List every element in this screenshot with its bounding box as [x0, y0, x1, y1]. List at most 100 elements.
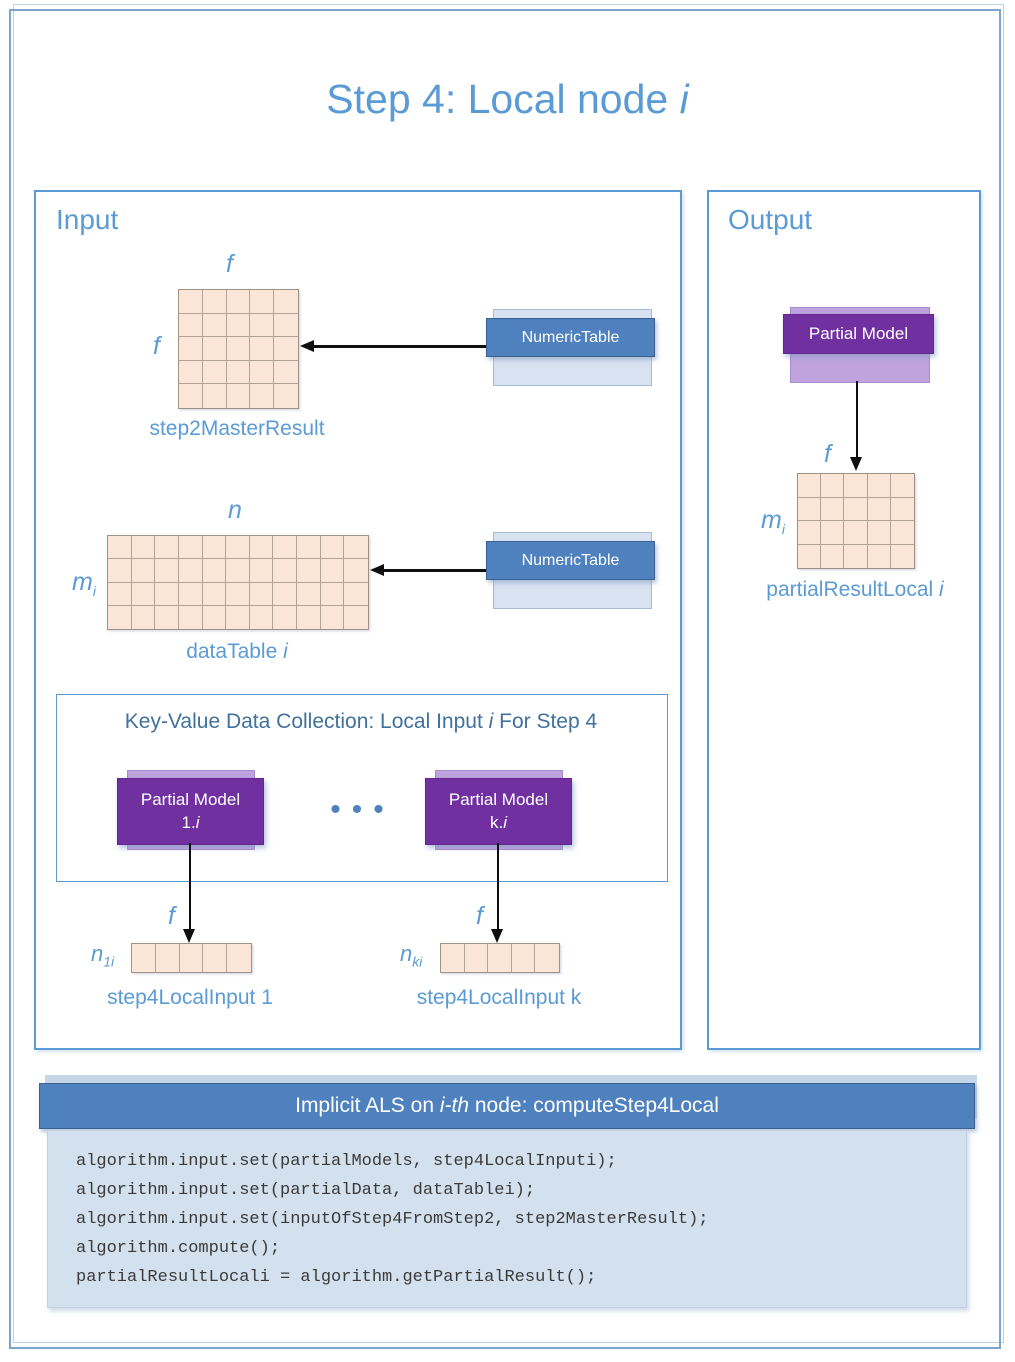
matrix-cell — [179, 290, 203, 314]
code-line: algorithm.input.set(partialData, dataTab… — [76, 1181, 536, 1200]
matrix-cell — [155, 582, 179, 606]
matrix-cell — [249, 559, 274, 583]
matrix-cell — [250, 337, 275, 361]
datatable-matrix — [107, 535, 369, 630]
matrix-cell — [155, 944, 180, 972]
matrix-cell — [297, 605, 321, 629]
key-value-collection-title: Key-Value Data Collection: Local Input i… — [124, 710, 598, 733]
matrix-cell — [798, 497, 822, 521]
code-header: Implicit ALS on i-th node: computeStep4L… — [39, 1083, 975, 1129]
matrix-cell — [821, 521, 845, 545]
matrix-cell — [131, 559, 156, 583]
matrix-cell — [511, 944, 536, 972]
matrix-cell — [297, 559, 321, 583]
matrix-cell — [226, 559, 250, 583]
arrow-pm1-head — [183, 929, 195, 943]
matrix-cell — [320, 582, 345, 606]
matrix-cell — [179, 313, 203, 338]
matrix-cell — [226, 337, 251, 361]
matrix-cell — [821, 474, 845, 498]
matrix-cell — [344, 536, 368, 560]
matrix-cell — [867, 521, 891, 545]
matrix-cell — [464, 944, 489, 972]
matrix-cell — [226, 290, 251, 314]
partial-result-matrix — [797, 473, 915, 569]
matrix-cell — [203, 944, 228, 972]
local1-caption: step4LocalInput 1 — [107, 986, 273, 1009]
matrix-cell — [178, 605, 203, 629]
matrix-cell — [250, 384, 275, 408]
output-panel — [707, 190, 981, 1050]
key-value-collection-box — [56, 694, 668, 882]
matrix-cell — [798, 474, 822, 498]
localk-caption: step4LocalInput k — [416, 986, 582, 1009]
matrix-cell — [226, 582, 250, 606]
arrow-output-head — [850, 457, 862, 471]
localk-top-label: f — [476, 902, 483, 930]
matrix-cell — [250, 313, 275, 338]
matrix-cell — [226, 360, 251, 385]
matrix-cell — [890, 474, 914, 498]
matrix-cell — [202, 605, 227, 629]
step4-local-input-k-row — [440, 943, 560, 973]
matrix-cell — [155, 605, 179, 629]
matrix-cell — [297, 582, 321, 606]
matrix-cell — [844, 497, 868, 521]
arrow-nt2-head — [370, 564, 384, 576]
matrix-cell — [274, 313, 298, 338]
matrix-cell — [179, 384, 203, 408]
matrix-cell — [274, 337, 298, 361]
partial-model-1i: Partial Model 1.i — [117, 778, 264, 845]
matrix-cell — [297, 536, 321, 560]
output-caption: partialResultLocal i — [766, 578, 944, 601]
code-line: algorithm.compute(); — [76, 1239, 281, 1258]
matrix-cell — [250, 360, 275, 385]
output-left-label: mi — [761, 506, 785, 537]
matrix-cell — [226, 384, 251, 408]
matrix-cell — [535, 944, 559, 972]
output-heading: Output — [728, 204, 813, 235]
matrix-cell — [226, 536, 250, 560]
code-line: algorithm.input.set(partialModels, step4… — [76, 1152, 617, 1171]
matrix-cell — [821, 497, 845, 521]
matrix-cell — [273, 536, 298, 560]
page-title: Step 4: Local node i — [326, 76, 689, 122]
matrix-cell — [131, 536, 156, 560]
matrix-cell — [202, 360, 227, 385]
step2-master-result-matrix — [178, 289, 299, 409]
matrix-cell — [344, 559, 368, 583]
matrix-cell — [890, 497, 914, 521]
matrix-cell — [821, 544, 845, 568]
matrix-cell — [273, 605, 298, 629]
matrix-cell — [274, 360, 298, 385]
matrix-cell — [226, 605, 250, 629]
code-line: algorithm.input.set(inputOfStep4FromStep… — [76, 1210, 709, 1229]
arrow-output-line — [855, 381, 858, 459]
arrow-pmk-head — [491, 929, 503, 943]
matrix-cell — [178, 559, 203, 583]
code-line: partialResultLocali = algorithm.getParti… — [76, 1268, 597, 1287]
matrix-cell — [488, 944, 512, 972]
matrix-cell — [250, 290, 275, 314]
matrix-cell — [131, 605, 156, 629]
matrix-cell — [867, 544, 891, 568]
partial-model-ki: Partial Model k.i — [425, 778, 572, 845]
datatable-caption: dataTable i — [186, 640, 288, 663]
matrix-cell — [108, 536, 132, 560]
step2-caption: step2MasterResult — [149, 417, 325, 440]
matrix-cell — [227, 944, 251, 972]
matrix-cell — [249, 582, 274, 606]
localk-left-label: nki — [400, 941, 423, 970]
matrix-cell — [179, 337, 203, 361]
matrix-cell — [108, 605, 132, 629]
matrix-cell — [344, 582, 368, 606]
input-panel — [34, 190, 682, 1050]
numeric-table-2: NumericTable — [486, 541, 655, 580]
matrix-cell — [202, 536, 227, 560]
step2-top-label: f — [226, 250, 233, 278]
matrix-cell — [320, 605, 345, 629]
matrix-cell — [132, 944, 156, 972]
datatable-top-label: n — [228, 496, 242, 524]
matrix-cell — [441, 944, 465, 972]
